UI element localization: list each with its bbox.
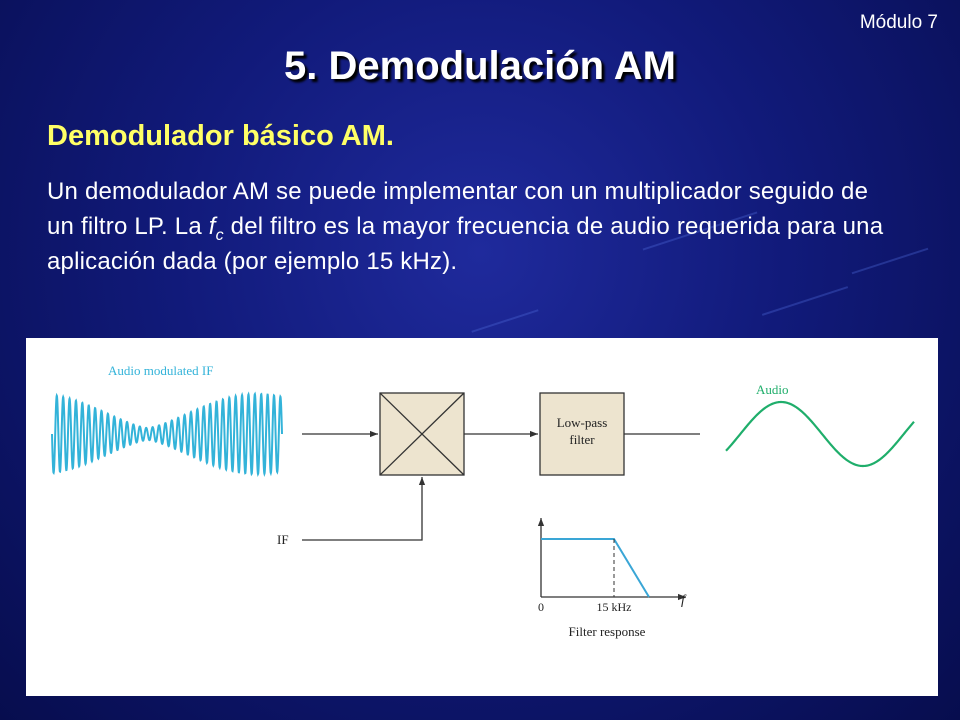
body-text-part1: Un demodulador AM se puede implementar c…: [47, 178, 869, 240]
filter-response-graph: 0 15 kHz f Filter response: [537, 518, 687, 639]
demodulator-diagram: Audio modulated IF Low-pass filter Audio…: [51, 363, 915, 639]
response-axis-variable: f: [681, 593, 687, 608]
response-zero-label: 0: [538, 600, 544, 614]
am-modulated-waveform: [51, 391, 283, 478]
filter-label-line2: filter: [569, 432, 595, 447]
response-curve: [541, 538, 650, 598]
body-text-part2: del filtro es la mayor frecuencia de aud…: [47, 213, 884, 275]
response-caption: Filter response: [569, 624, 646, 639]
if-input-label: IF: [277, 532, 289, 547]
cutoff-variable: f: [208, 213, 216, 240]
low-pass-filter-block: Low-pass filter: [539, 392, 625, 476]
if-signal-line: [302, 477, 426, 541]
slide-title: 5. Demodulación AM: [284, 44, 676, 88]
diagram-panel: Audio modulated IF Low-pass filter Audio…: [26, 338, 938, 696]
slide-subtitle: Demodulador básico AM.: [47, 120, 394, 152]
audio-output-label: Audio: [756, 382, 789, 397]
multiplier-block: [379, 392, 465, 476]
body-paragraph: Un demodulador AM se puede implementar c…: [47, 174, 897, 279]
input-waveform-label: Audio modulated IF: [108, 363, 213, 378]
response-cutoff-label: 15 kHz: [597, 600, 632, 614]
audio-sine-waveform: [725, 400, 915, 468]
filter-label-line1: Low-pass: [557, 415, 608, 430]
module-label: Módulo 7: [859, 12, 938, 33]
cutoff-subscript: c: [215, 226, 224, 244]
